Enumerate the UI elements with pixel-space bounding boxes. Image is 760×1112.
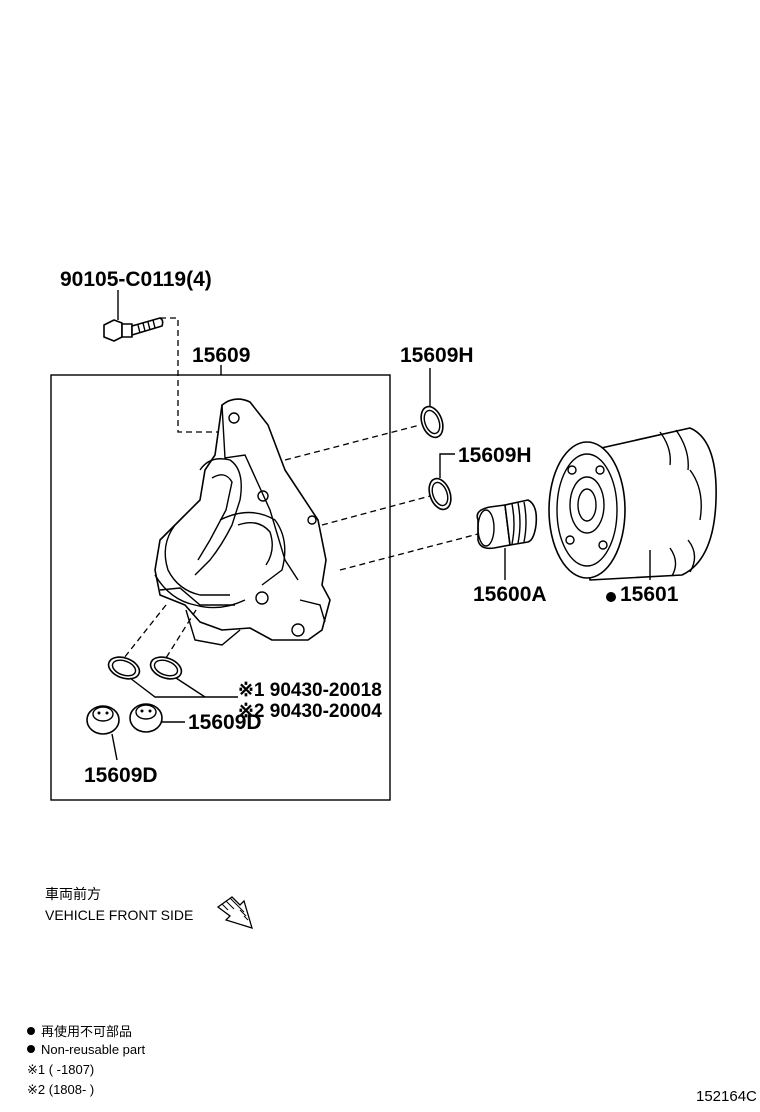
label-plug-right: 15609D xyxy=(188,711,262,734)
label-oring-upper: 15609H xyxy=(400,344,474,367)
label-gasket-1: ※1 90430-20018 xyxy=(238,680,382,701)
union-fitting xyxy=(476,499,538,550)
label-union: 15600A xyxy=(473,583,547,606)
non-reusable-marker xyxy=(606,592,616,602)
plug-right xyxy=(129,703,163,733)
oil-filter xyxy=(548,427,717,581)
o-ring-lower xyxy=(428,477,452,511)
legend-note-2: ※2 (1808- ) xyxy=(27,1082,94,1097)
legend-note-1: ※1 ( -1807) xyxy=(27,1062,94,1077)
gasket-left xyxy=(107,656,141,680)
label-bolt: 90105-C0119(4) xyxy=(60,268,212,291)
label-plug-left: 15609D xyxy=(84,764,158,787)
o-ring-upper xyxy=(420,405,444,439)
vehicle-front-arrow-icon xyxy=(216,896,253,929)
bolt-part xyxy=(103,317,164,342)
figure-id: 152164C xyxy=(696,1088,757,1105)
gasket-right xyxy=(149,656,183,680)
direction-jp: 車両前方 xyxy=(45,886,101,902)
label-oring-lower: 15609H xyxy=(458,444,532,467)
plug-left xyxy=(86,705,120,735)
direction-en: VEHICLE FRONT SIDE xyxy=(45,907,193,923)
legend-jp: 再使用不可部品 xyxy=(41,1024,132,1039)
legend-en: Non-reusable part xyxy=(41,1042,145,1057)
legend-bullet-jp-icon xyxy=(27,1027,35,1035)
label-filter: 15601 xyxy=(620,583,679,606)
label-assembly: 15609 xyxy=(192,344,250,367)
label-gasket-2: ※2 90430-20004 xyxy=(238,701,382,722)
oil-filter-bracket xyxy=(154,398,331,646)
legend-bullet-en-icon xyxy=(27,1045,35,1053)
